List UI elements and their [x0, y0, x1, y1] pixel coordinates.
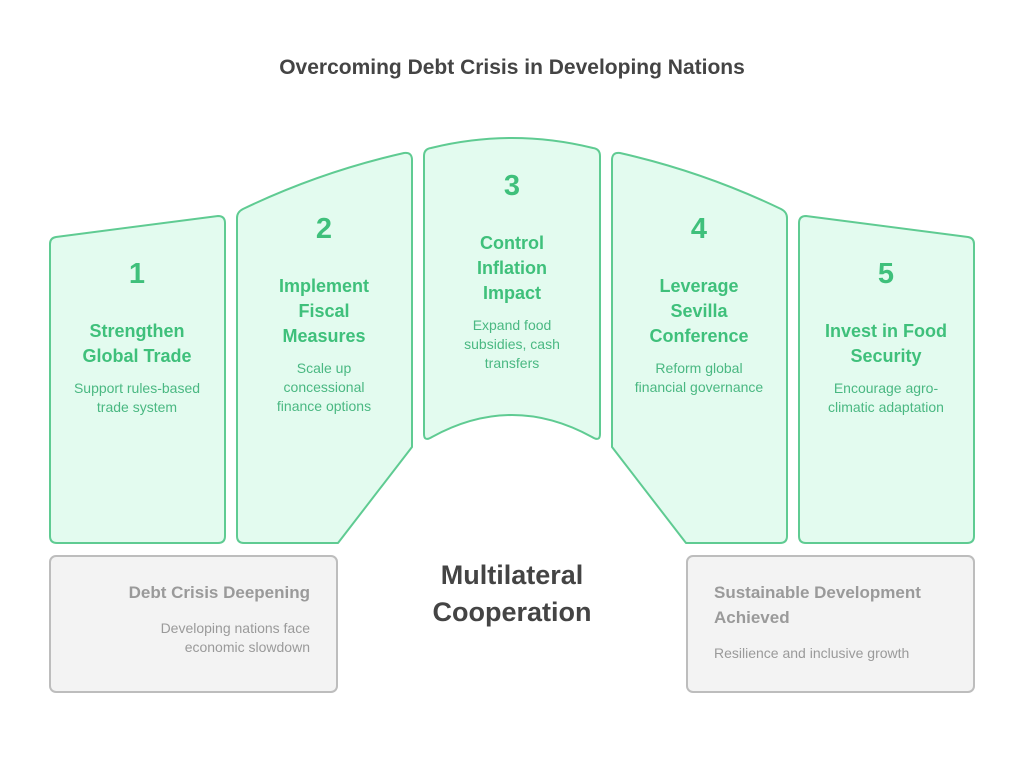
step-heading: Control Inflation Impact: [477, 233, 547, 303]
step-4: 4 Leverage Sevilla Conference Reform glo…: [614, 213, 784, 397]
end-state-box: [686, 555, 975, 693]
step-5: 5 Invest in Food Security Encourage agro…: [801, 258, 971, 417]
step-description: Scale up concessional finance options: [276, 360, 372, 414]
end-state-heading: Sustainable Development Achieved: [714, 583, 921, 627]
step-number: 2: [315, 213, 333, 245]
start-state-description: Developing nations face economic slowdow…: [160, 620, 310, 655]
step-heading: Invest in Food Security: [824, 321, 947, 366]
start-state-box: [49, 555, 338, 693]
step-description: Reform global financial governance: [634, 360, 764, 395]
diagram-title: Overcoming Debt Crisis in Developing Nat…: [279, 56, 745, 79]
center-label: Multilateral Cooperation: [432, 560, 592, 627]
step-number: 1: [128, 258, 146, 290]
step-2: 2 Implement Fiscal Measures Scale up con…: [239, 213, 409, 416]
step-3-shape: [423, 137, 601, 440]
step-4-shape: [611, 151, 788, 544]
step-heading: Implement Fiscal Measures: [279, 276, 370, 346]
start-state: Debt Crisis Deepening Developing nations…: [70, 580, 310, 657]
step-3: 3 Control Inflation Impact Expand food s…: [427, 170, 597, 373]
step-heading: Strengthen Global Trade: [82, 321, 192, 366]
step-description: Support rules-based trade system: [73, 380, 201, 415]
step-number: 3: [503, 170, 521, 202]
start-state-heading: Debt Crisis Deepening: [128, 583, 310, 602]
step-number: 5: [877, 258, 895, 290]
end-state-description: Resilience and inclusive growth: [714, 645, 910, 661]
step-1-shape: [49, 215, 226, 544]
step-number: 4: [690, 213, 708, 245]
step-5-shape: [798, 215, 975, 544]
end-state: Sustainable Development Achieved Resilie…: [714, 580, 954, 663]
step-1: 1 Strengthen Global Trade Support rules-…: [52, 258, 222, 417]
step-2-shape: [236, 151, 413, 544]
step-description: Expand food subsidies, cash transfers: [464, 317, 560, 371]
step-heading: Leverage Sevilla Conference: [649, 276, 749, 346]
step-description: Encourage agro-climatic adaptation: [828, 380, 944, 415]
